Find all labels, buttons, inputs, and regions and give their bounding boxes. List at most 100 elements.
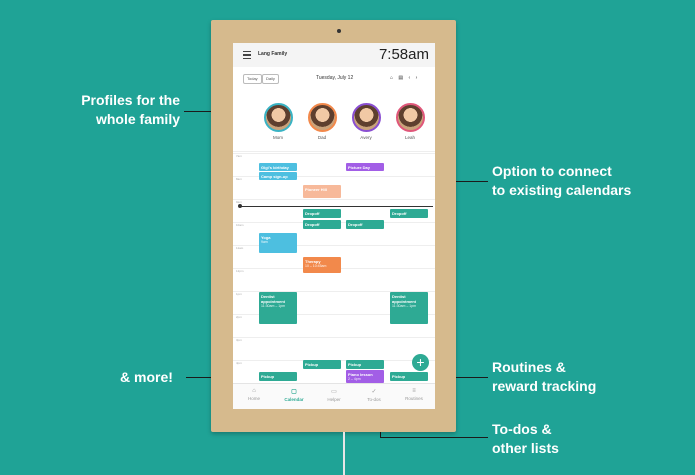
- profile-name: Avery: [360, 135, 372, 140]
- hour-row: [233, 245, 435, 246]
- current-time-line: [241, 206, 433, 207]
- event-time: 9am: [261, 240, 268, 244]
- hour-label: 8am: [236, 177, 242, 181]
- camera-icon: [337, 29, 341, 33]
- event-title: Dropoff: [348, 222, 363, 227]
- event-time: 11:30am – 1pm: [392, 304, 417, 308]
- event-title: Pickup: [348, 362, 362, 367]
- profile-name: Dad: [317, 135, 327, 140]
- hour-label: 9am: [236, 200, 242, 204]
- callout-routines: Routines & reward tracking: [492, 359, 597, 394]
- callout-todos-hline: [380, 437, 488, 438]
- nav-label: Home: [247, 396, 260, 401]
- nav-label: To-dos: [367, 397, 381, 402]
- nav-icon: ▭: [331, 389, 337, 395]
- calendar-event[interactable]: Pioneer Hill: [303, 185, 341, 198]
- hour-row: [233, 314, 435, 315]
- profile-name: Leah: [404, 135, 415, 140]
- event-title: Pickup: [305, 362, 319, 367]
- avatar: [307, 103, 337, 132]
- hour-label: 7am: [236, 154, 242, 158]
- add-event-button[interactable]: +: [412, 354, 429, 371]
- nav-todos[interactable]: ✓To-dos: [354, 388, 394, 402]
- family-name: Lang Family: [258, 51, 288, 57]
- hour-label: 10am: [236, 223, 244, 227]
- calendar-toolbar: Today Daily Tuesday, July 12 ⌂ ▤ ‹ ›: [233, 71, 435, 85]
- nav-calendar[interactable]: ▢ Calendar: [274, 388, 314, 402]
- hour-label: 11am: [236, 246, 244, 250]
- calendar-event[interactable]: Pickup: [303, 360, 341, 369]
- callout-calendars: Option to connect to existing calendars: [492, 163, 632, 198]
- nav-icon: ≡: [412, 388, 416, 394]
- profile-avery[interactable]: Avery: [347, 103, 385, 140]
- date-label: Tuesday, July 12: [316, 75, 354, 81]
- hour-row: [233, 176, 435, 177]
- hour-label: 1pm: [236, 292, 242, 296]
- calendar-event[interactable]: Pickup: [346, 360, 384, 369]
- nav-label: Routines: [405, 396, 423, 401]
- calendar-event[interactable]: Camp sign-up: [259, 172, 297, 180]
- profile-leah[interactable]: Leah: [391, 103, 429, 140]
- event-title: Dentist appointment: [392, 294, 416, 304]
- hour-row: [233, 337, 435, 338]
- calendar-event[interactable]: Dropoff: [303, 209, 341, 218]
- event-title: Therapy: [305, 259, 321, 264]
- app-header: Lang Family 7:58am: [233, 43, 435, 67]
- calendar-event[interactable]: Pickup: [259, 372, 297, 381]
- nav-label: Calendar: [284, 397, 304, 402]
- nav-icon: ⌂: [252, 388, 256, 394]
- event-title: Picture Day: [348, 165, 371, 170]
- calendar-event[interactable]: Pickup: [390, 372, 428, 381]
- event-title: Pioneer Hill: [305, 187, 328, 192]
- nav-label: Helper: [327, 397, 341, 402]
- event-title: Pickup: [392, 374, 406, 379]
- hour-row: [233, 153, 435, 154]
- event-title: Dropoff: [392, 211, 407, 216]
- profile-dad[interactable]: Dad: [303, 103, 341, 140]
- callout-profiles: Profiles for the whole family: [81, 92, 180, 127]
- current-time-dot: [238, 204, 242, 208]
- event-title: Yoga: [261, 235, 271, 240]
- nav-icon: ▢: [291, 389, 297, 395]
- calendar-event[interactable]: Gigi's birthday: [259, 163, 297, 171]
- calendar-event[interactable]: Dropoff: [303, 220, 341, 229]
- power-cable: [343, 432, 345, 475]
- hour-row: [233, 199, 435, 200]
- profile-mom[interactable]: Mom: [259, 103, 297, 140]
- nav-routines[interactable]: ≡ Routines: [394, 388, 434, 401]
- event-title: Dropoff: [305, 211, 320, 216]
- event-time: 10 – 10:45am: [305, 264, 327, 268]
- event-time: 2 – 4pm: [348, 377, 361, 381]
- calendar-event[interactable]: Dropoff: [346, 220, 384, 229]
- device-screen: Lang Family 7:58am Today Daily Tuesday, …: [233, 43, 435, 409]
- hour-label: 12pm: [236, 269, 244, 273]
- avatar: [263, 103, 293, 132]
- profile-name: Mom: [273, 135, 283, 140]
- view-select[interactable]: Daily: [262, 74, 279, 84]
- nav-helper[interactable]: ▭ Helper: [314, 388, 354, 402]
- calendar-event[interactable]: Dropoff: [390, 209, 428, 218]
- avatar: [351, 103, 381, 132]
- event-title: Dentist appointment: [261, 294, 285, 304]
- menu-icon[interactable]: [243, 51, 251, 59]
- callout-todos: To-dos & other lists: [492, 421, 559, 456]
- hour-label: 4pm: [236, 361, 242, 365]
- clock: 7:58am: [378, 46, 429, 63]
- toolbar-icons[interactable]: ⌂ ▤ ‹ ›: [390, 75, 420, 81]
- event-title: Dropoff: [305, 222, 320, 227]
- event-title: Camp sign-up: [261, 174, 288, 179]
- today-button[interactable]: Today: [243, 74, 262, 84]
- event-time: 11:30am – 1pm: [261, 304, 286, 308]
- event-title: Gigi's birthday: [261, 165, 289, 170]
- callout-more: & more!: [120, 369, 173, 385]
- hour-label: 2pm: [236, 315, 242, 319]
- bottom-nav: ⌂ Home ▢ Calendar ▭ Helper ✓To-dos ≡ Routines: [233, 383, 435, 409]
- nav-home[interactable]: ⌂ Home: [234, 388, 274, 401]
- calendar-event[interactable]: Picture Day: [346, 163, 384, 171]
